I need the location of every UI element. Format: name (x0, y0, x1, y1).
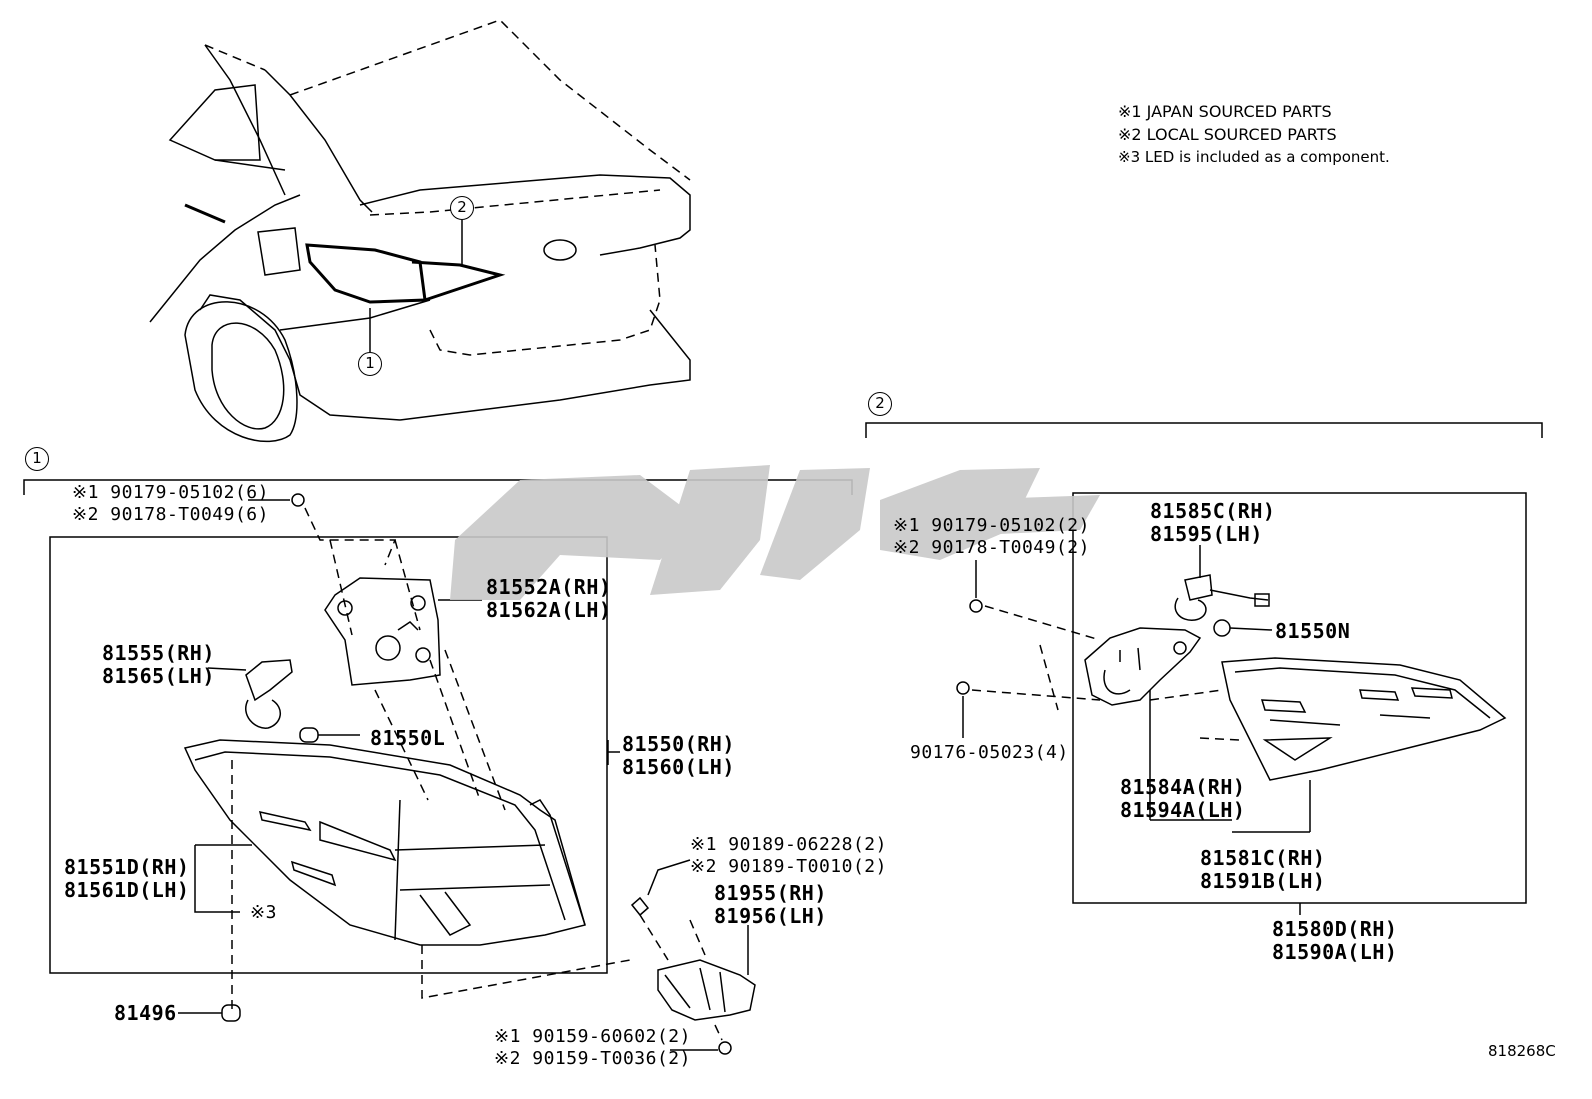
screw-icon (248, 493, 397, 566)
group2-lens-illustration (1149, 657, 1507, 833)
socket-lh-label: 81565(LH) (102, 664, 215, 688)
lamp-rh-label: 81550(RH) (622, 732, 735, 756)
note-japan-sourced: ※1 JAPAN SOURCED PARTS (1118, 102, 1332, 121)
group2-frame (865, 422, 1543, 915)
clip-label: 81496 (114, 1001, 177, 1025)
diagram-code: 818268C (1488, 1042, 1556, 1060)
car-rear-illustration (149, 19, 691, 443)
callout-2-car: 2 (450, 196, 474, 220)
nut-local-label: ※2 90189-T0010(2) (690, 856, 887, 877)
g2-screw-local-label: ※2 90178-T0049(2) (893, 537, 1090, 558)
cover-rh-label: 81552A(RH) (486, 575, 612, 599)
lens-lh-label: 81561D(LH) (64, 878, 190, 902)
g2-socket-lh-label: 81595(LH) (1150, 522, 1263, 546)
nut-japan-label: ※1 90189-06228(2) (690, 834, 887, 855)
callout-2-section: 2 (868, 392, 892, 416)
lens-rh-label: 81551D(RH) (64, 855, 190, 879)
bracket-illustration (630, 859, 756, 1055)
g2-cover-rh-label: 81584A(RH) (1120, 775, 1246, 799)
lens-bracket-lines (194, 760, 631, 1010)
g2-socket-rh-label: 81585C(RH) (1150, 499, 1276, 523)
g2-lamp-lh-label: 81590A(LH) (1272, 940, 1398, 964)
bulb-label: 81550L (370, 726, 446, 750)
group2-screws (956, 560, 1101, 738)
group2-socket-illustration (1174, 545, 1273, 637)
rear-lamp-illustration (183, 739, 620, 946)
cover-lh-label: 81562A(LH) (486, 598, 612, 622)
lamp-lh-label: 81560(LH) (622, 755, 735, 779)
group2-cover-illustration (1039, 627, 1232, 821)
note-led-included: ※3 LED is included as a component. (1118, 148, 1390, 166)
callout-1-section: 1 (25, 447, 49, 471)
g2-lamp-rh-label: 81580D(RH) (1272, 917, 1398, 941)
clip-icon (178, 1004, 241, 1022)
screw-japan-label: ※1 90179-05102(6) (72, 482, 269, 503)
socket-rh-label: 81555(RH) (102, 641, 215, 665)
lamp-cover-illustration (324, 539, 506, 811)
g2-lens-lh-label: 81591B(LH) (1200, 869, 1326, 893)
bracket-lh-label: 81956(LH) (714, 904, 827, 928)
led-note-label: ※3 (250, 902, 277, 923)
g2-lens-rh-label: 81581C(RH) (1200, 846, 1326, 870)
socket-illustration (207, 659, 360, 743)
bracket-rh-label: 81955(RH) (714, 881, 827, 905)
screw-local-label: ※2 90178-T0049(6) (72, 504, 269, 525)
callout-1-car: 1 (358, 352, 382, 376)
g2-bulb-label: 81550N (1275, 619, 1351, 643)
watermark-logo (450, 465, 1100, 600)
note-local-sourced: ※2 LOCAL SOURCED PARTS (1118, 125, 1337, 144)
g2-screw-japan-label: ※1 90179-05102(2) (893, 515, 1090, 536)
g2-nut-label: 90176-05023(4) (910, 742, 1069, 763)
g2-cover-lh-label: 81594A(LH) (1120, 798, 1246, 822)
bolt-local-label: ※2 90159-T0036(2) (494, 1048, 691, 1069)
bolt-japan-label: ※1 90159-60602(2) (494, 1026, 691, 1047)
